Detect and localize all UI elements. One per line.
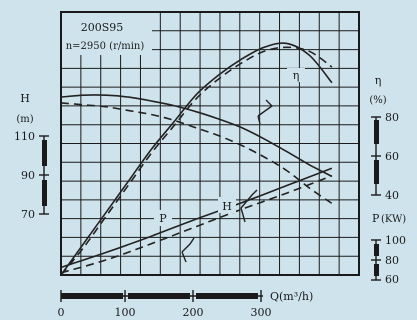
h-axis-label: H — [20, 92, 30, 105]
h-tick-label-70: 70 — [21, 208, 35, 221]
eta-solid-curve — [60, 42, 333, 276]
q-tick-label-200: 200 — [183, 306, 204, 319]
q-tick-label-300: 300 — [251, 306, 272, 319]
chart-subtitle: n=2950 (r/min) — [66, 41, 145, 52]
p-tick-label-100: 100 — [385, 234, 406, 247]
q-axis-label: Q(m³/h) — [270, 290, 313, 303]
title-box — [62, 13, 152, 55]
h-axis-bar — [42, 140, 47, 166]
eta-axis-label: η — [375, 74, 382, 87]
h-tick-label-110: 110 — [14, 130, 35, 143]
h-solid-curve — [60, 94, 333, 178]
p-axis-bar — [374, 244, 379, 256]
q-axis-bar-2 — [128, 293, 190, 299]
eta-tick-label-80: 80 — [385, 111, 399, 124]
p-solid-curve — [60, 167, 333, 269]
chart-title: 200S95 — [81, 21, 124, 34]
p-axis-unit: (KW) — [381, 214, 406, 225]
q-axis-bar-3 — [196, 293, 258, 299]
p-tick-label-80: 80 — [385, 254, 399, 267]
h-axis-unit: (m) — [16, 114, 33, 125]
eta-curve-label: η — [293, 69, 300, 82]
eta-axis-bar-2 — [374, 160, 379, 184]
eta-range-marker — [257, 99, 274, 125]
eta-axis-unit: (%) — [369, 95, 386, 106]
h-dashed-curve — [60, 102, 333, 205]
grid-lines — [61, 12, 359, 275]
h-axis-bar-2 — [42, 180, 47, 206]
q-axis-bar — [61, 293, 123, 299]
p-tick-label-60: 60 — [385, 273, 399, 286]
p-curve-label: P — [159, 212, 167, 225]
eta-tick-label-40: 40 — [385, 189, 399, 202]
h-range-marker — [240, 189, 258, 223]
p-range-marker — [181, 237, 195, 263]
h-curve-label: H — [222, 200, 232, 213]
h-label-bg — [218, 197, 236, 213]
eta-axis-bar — [374, 120, 379, 144]
p-label-bg — [154, 210, 172, 226]
eta-label-bg — [287, 68, 305, 82]
p-axis-label: P — [372, 212, 380, 225]
q-tick-label-100: 100 — [115, 306, 136, 319]
p-axis-bar-2 — [374, 264, 379, 276]
eta-dashed-curve — [60, 46, 333, 276]
h-tick-label-90: 90 — [21, 169, 35, 182]
curves — [60, 42, 333, 276]
p-dashed-curve — [60, 175, 333, 274]
eta-tick-label-60: 60 — [385, 150, 399, 163]
q-tick-label-0: 0 — [58, 306, 65, 319]
